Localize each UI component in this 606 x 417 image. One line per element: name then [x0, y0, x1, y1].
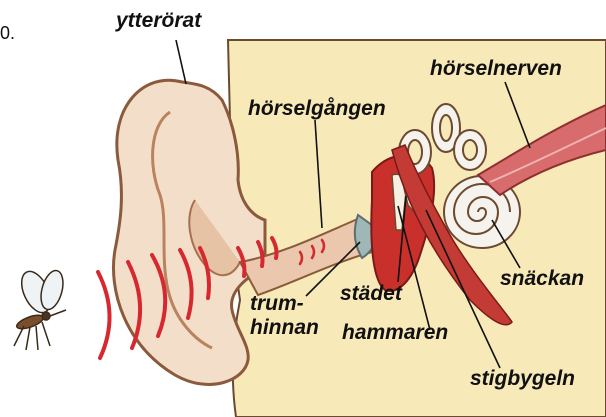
label-outer-ear: ytterörat [116, 10, 201, 31]
label-auditory-nerve: hörselnerven [430, 58, 562, 79]
label-stirrup: stigbygeln [470, 368, 575, 389]
label-ear-canal: hörselgången [248, 98, 386, 119]
label-cochlea: snäckan [500, 268, 584, 289]
label-eardrum: trum- hinnan [250, 292, 319, 340]
figure-number: 0. [0, 24, 15, 42]
label-anvil: städet [340, 283, 402, 304]
label-hammer: hammaren [342, 322, 448, 343]
leader-outer-ear [176, 40, 186, 84]
mosquito-icon [14, 267, 67, 350]
